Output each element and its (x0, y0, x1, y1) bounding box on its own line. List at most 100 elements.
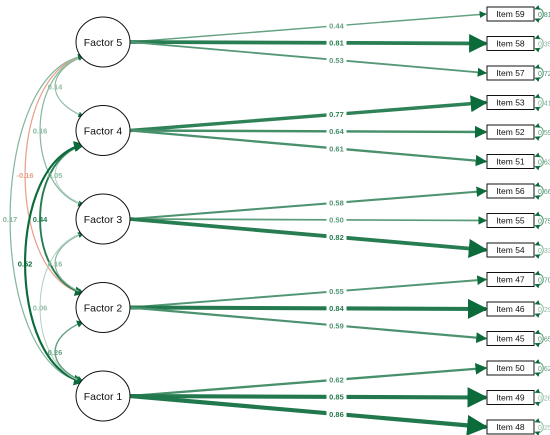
item-label: Item 45 (496, 334, 525, 344)
residual-arc (534, 5, 544, 23)
correlation-label: 0.52 (18, 259, 33, 268)
correlation-label: 0.06 (33, 304, 48, 313)
factor-correlations (9, 53, 85, 386)
item-node-item-56 (486, 183, 535, 199)
loading-label-bg (326, 215, 347, 224)
loading-label: 0.55 (329, 287, 344, 296)
loading-label: 0.62 (329, 376, 344, 385)
item-label: Item 57 (496, 68, 525, 78)
loading-label-bg (326, 55, 347, 64)
loading-path (129, 298, 489, 319)
residual-arc (534, 300, 544, 318)
residual-label: 0.81 (538, 12, 550, 19)
correlation-label: 0.05 (48, 171, 63, 180)
loading-label-bg (326, 287, 347, 296)
loading-label-bg (326, 38, 347, 47)
item-label: Item 50 (496, 363, 525, 373)
item-node-item-53 (486, 95, 535, 110)
residual-arc (534, 123, 544, 141)
item-label: Item 54 (496, 245, 525, 255)
loading-path (129, 217, 488, 259)
loading-label-bg (326, 232, 347, 241)
item-node-item-50 (486, 360, 535, 376)
loading-label: 0.86 (329, 410, 344, 419)
loading-label: 0.85 (329, 393, 344, 402)
loading-path (129, 393, 489, 435)
loading-label-bg (326, 127, 347, 136)
residual-label: 0.65 (538, 337, 550, 344)
residual-arc (534, 211, 544, 230)
item-label: Item 52 (496, 127, 525, 137)
correlation-path-2-3 (54, 143, 84, 206)
correlation-path-2-4 (39, 142, 85, 296)
residual-arc (534, 241, 544, 259)
loading-path (129, 34, 488, 53)
residual-label: 0.75 (538, 219, 550, 226)
loading-label-bg (326, 375, 347, 384)
loading-label: 0.50 (329, 216, 344, 225)
loading-label-bg (326, 321, 347, 330)
loading-label-bg (326, 21, 347, 30)
factor-node-factor-4 (75, 105, 131, 156)
item-node-item-45 (486, 331, 535, 346)
factor-label: Factor 3 (84, 214, 123, 226)
loading-path (129, 10, 487, 43)
factor-node-factor-3 (75, 193, 131, 245)
loading-path (129, 41, 487, 77)
residual-arc (534, 34, 544, 53)
item-label: Item 48 (496, 422, 525, 432)
loading-label-bg (326, 144, 347, 153)
loading-label: 0.44 (329, 22, 344, 31)
item-node-item-59 (486, 6, 535, 22)
loading-path (129, 186, 488, 221)
loading-path (129, 306, 488, 344)
correlation-path-3-4 (54, 232, 85, 295)
residual-label: 0.66 (538, 189, 550, 196)
factor-loadings (129, 10, 489, 435)
residual-arc (534, 359, 544, 377)
loading-label: 0.58 (329, 199, 344, 208)
residual-arc (534, 182, 544, 200)
residual-label: 0.59 (538, 130, 550, 137)
item-node-item-58 (486, 36, 535, 51)
residual-label: 0.72 (538, 71, 550, 78)
loading-label-bg (326, 409, 347, 418)
item-label: Item 53 (496, 98, 525, 108)
correlation-path-1-3 (39, 54, 85, 207)
correlation-path-3-5 (39, 231, 85, 384)
loading-label: 0.81 (329, 39, 344, 48)
residual-label: 0.41 (538, 101, 550, 108)
residual-label: 0.28 (538, 396, 550, 403)
residual-label: 0.25 (538, 425, 550, 432)
residual-label: 0.70 (538, 278, 550, 285)
correlation-path-1-5 (9, 53, 85, 385)
item-residuals: 0.810.350.720.410.590.630.660.750.330.70… (534, 5, 550, 435)
loading-path (129, 129, 488, 167)
factor-label: Factor 2 (84, 303, 123, 315)
correlation-label: 0.26 (48, 348, 63, 357)
residual-arc (534, 329, 544, 348)
residual-arc (534, 388, 544, 407)
item-node-item-51 (486, 154, 535, 169)
correlation-label: 0.17 (3, 215, 18, 224)
residual-arc (534, 152, 544, 171)
residual-arc (534, 64, 544, 82)
item-label: Item 59 (496, 9, 525, 19)
correlation-path-2-5 (23, 141, 85, 386)
item-label: Item 56 (496, 186, 525, 196)
loading-path (129, 125, 488, 139)
item-node-item-48 (486, 419, 535, 435)
factor-node-factor-5 (75, 16, 131, 68)
item-label: Item 55 (496, 216, 525, 226)
loading-path (129, 95, 488, 133)
loading-path (129, 275, 487, 309)
loading-label-bg (326, 304, 347, 313)
item-node-item-57 (486, 65, 535, 81)
loading-path (129, 362, 488, 398)
item-label: Item 58 (496, 39, 525, 49)
loading-label: 0.82 (329, 233, 344, 242)
residual-label: 0.29 (538, 307, 550, 314)
loading-label-bg (326, 198, 347, 207)
